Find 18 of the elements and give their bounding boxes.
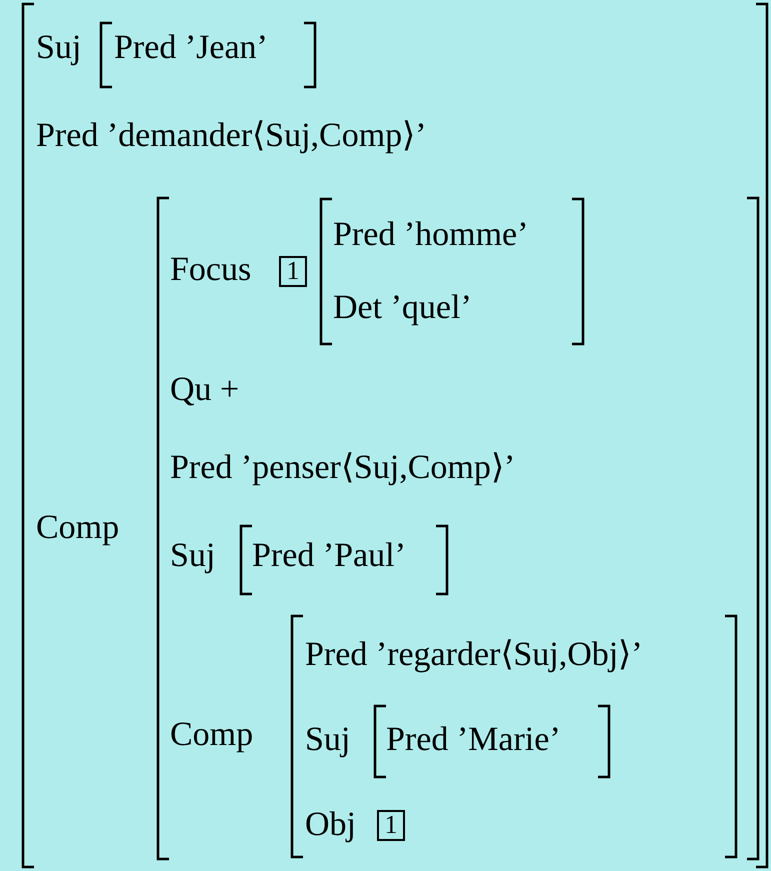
attribute-label: Pred ’penser⟨Suj,Comp⟩’ — [170, 448, 516, 488]
attribute-label: Qu + — [170, 370, 240, 410]
feature-value: Pred ’Paul’ — [252, 536, 406, 576]
feature-value: Pred ’Marie’ — [386, 720, 561, 760]
feature-value: Det ’quel’ — [333, 288, 472, 328]
attribute-label: Comp — [36, 508, 120, 548]
index-tag: 1 — [377, 810, 405, 841]
attribute-label: Suj — [305, 720, 350, 760]
feature-value: Pred ’homme’ — [333, 215, 528, 255]
attribute-label: Suj — [36, 28, 82, 68]
attribute-label: Comp — [170, 715, 254, 755]
index-tag: 1 — [279, 256, 307, 287]
attribute-label: Obj — [305, 805, 356, 845]
attribute-label: Focus — [170, 250, 252, 290]
feature-value: Pred ’Jean’ — [114, 28, 268, 68]
attribute-label: Pred ’demander⟨Suj,Comp⟩’ — [36, 116, 426, 156]
attribute-label: Suj — [170, 536, 216, 576]
attribute-label: Pred ’regarder⟨Suj,Obj⟩’ — [305, 635, 643, 675]
